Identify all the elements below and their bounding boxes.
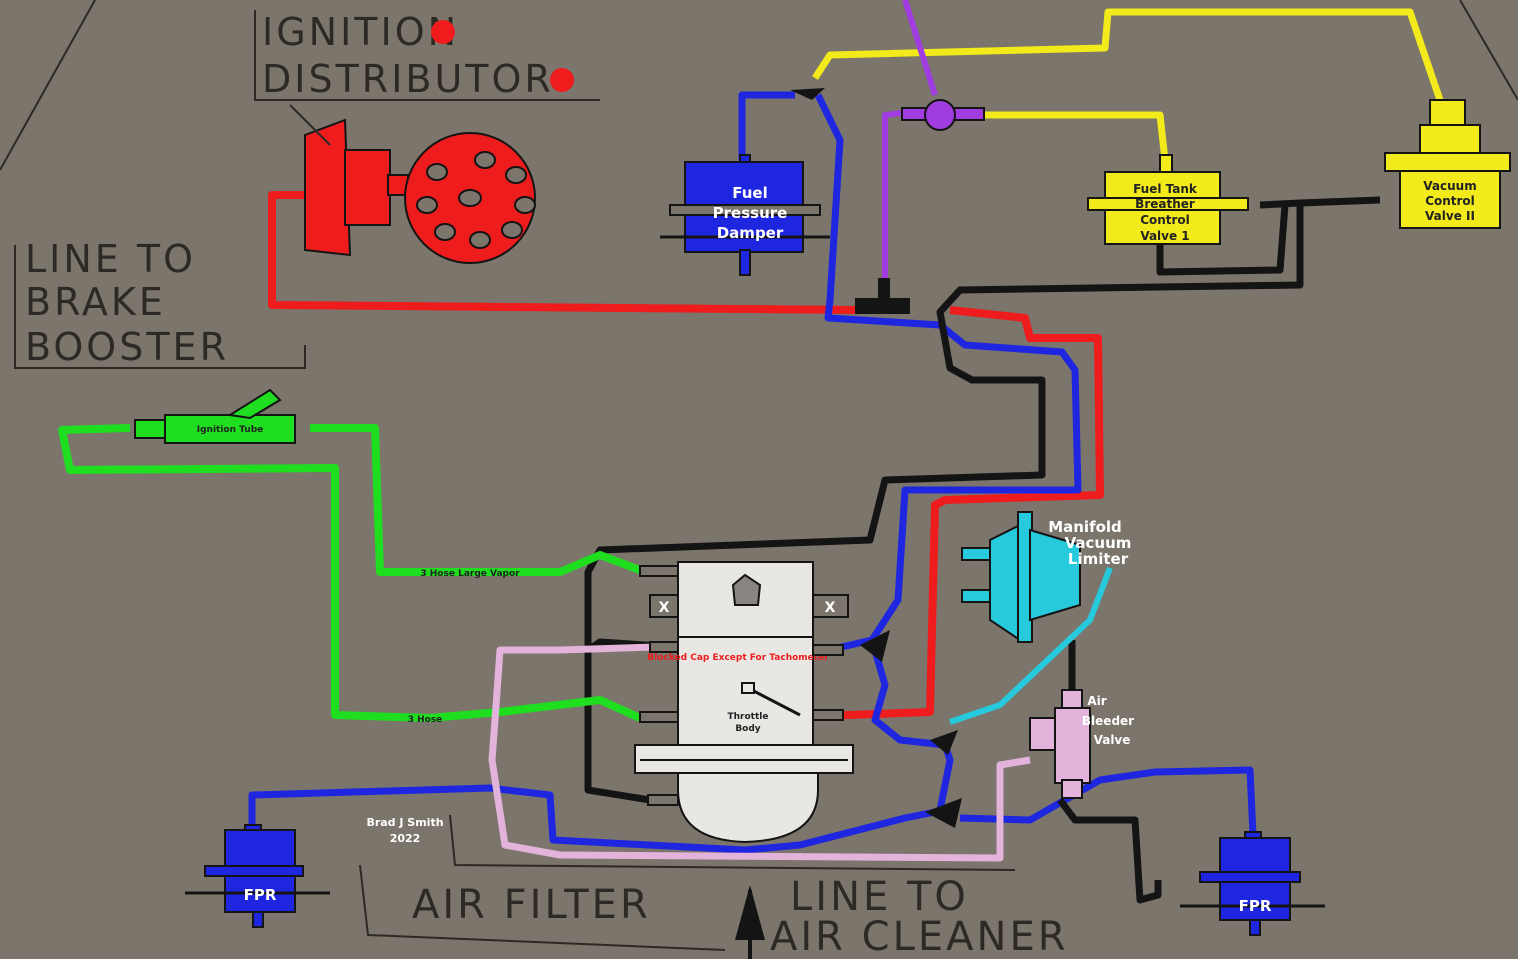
ignition-red-dot-1 xyxy=(431,20,455,44)
manifold-vacuum-limiter: Manifold Vacuum Limiter xyxy=(961,511,1132,643)
valve1-label-2: Breather xyxy=(1135,197,1195,211)
fpr-right-label: FPR xyxy=(1239,897,1272,915)
valve2-label-2: Control xyxy=(1425,194,1475,208)
spark-plug-terminals xyxy=(416,151,536,249)
fuel-pressure-damper: Fuel Pressure Damper xyxy=(660,154,830,276)
limiter-label-1: Manifold xyxy=(1048,518,1122,536)
brake-label-line2: BRAKE xyxy=(25,280,166,324)
brake-label-line3: BOOSTER xyxy=(25,325,229,369)
fpr-left-label: FPR xyxy=(244,886,277,904)
valve1-label-3: Control xyxy=(1140,213,1190,227)
air-cleaner-label-line1: LINE TO xyxy=(790,874,969,920)
throttle-label-1: Throttle xyxy=(728,712,769,722)
throttle-note: Blocked Cap Except For Tachometer xyxy=(647,653,829,663)
author-name: Brad J Smith xyxy=(366,816,443,829)
ignition-label-line1: IGNITION xyxy=(262,10,459,54)
valve2-label-3: Valve II xyxy=(1425,209,1475,223)
brake-label-line1: LINE TO xyxy=(25,237,196,281)
hose-label-lower: 3 Hose xyxy=(408,715,443,725)
valve1-label-4: Valve 1 xyxy=(1140,229,1189,243)
distributor-body xyxy=(344,149,391,226)
bleeder-label-3: Valve xyxy=(1094,733,1131,747)
damper-label-1: Fuel xyxy=(732,184,768,202)
valve1-label-1: Fuel Tank xyxy=(1133,182,1198,196)
red-vacuum-hose xyxy=(268,191,1104,720)
blue-fuel-hose xyxy=(248,91,1257,854)
throttle-bowl xyxy=(677,772,819,844)
fpr-left: FPR xyxy=(185,824,330,928)
bleeder-label-1: Air xyxy=(1087,694,1106,708)
ignition-tube-label: Ignition Tube xyxy=(197,425,264,435)
ignition-tube: Ignition Tube xyxy=(134,388,296,444)
port-x-right-box xyxy=(812,594,849,618)
fpr-right: FPR xyxy=(1180,831,1325,936)
throttle-label-2: Body xyxy=(735,724,760,734)
vacuum-control-valve-2: Vacuum Control Valve II xyxy=(1384,99,1511,229)
throttle-lever xyxy=(747,686,801,717)
air-bleeder-valve: Air Bleeder Valve xyxy=(1029,689,1134,799)
blue-tee-fittings xyxy=(790,88,962,828)
damper-label-3: Damper xyxy=(717,224,784,242)
ignition-pointer xyxy=(289,104,331,146)
bleeder-label-2: Bleeder xyxy=(1082,714,1134,728)
air-cleaner-label-line2: AIR CLEANER xyxy=(770,914,1069,959)
green-vacuum-hose xyxy=(58,424,647,722)
yellow-vacuum-hose xyxy=(812,8,1444,161)
damper-label-2: Pressure xyxy=(713,204,788,222)
valve2-label-1: Vacuum xyxy=(1423,179,1476,193)
black-tee-fitting xyxy=(855,278,910,314)
ignition-distributor xyxy=(304,118,536,264)
limiter-label-2: Vacuum xyxy=(1065,534,1132,552)
black-vacuum-hose xyxy=(584,196,1381,904)
port-x-right: X xyxy=(825,600,836,616)
purple-tee-fitting xyxy=(901,99,985,131)
purple-vacuum-hose xyxy=(882,0,938,280)
limiter-label-3: Limiter xyxy=(1068,550,1129,568)
breather-control-valve-1: Fuel Tank Breather Control Valve 1 xyxy=(1087,154,1249,245)
hose-label-upper: 3 Hose Large Vapor xyxy=(420,569,520,579)
air-filter-label: AIR FILTER xyxy=(412,882,651,928)
port-x-left-box xyxy=(649,594,679,618)
throttle-body: X X Blocked Cap Except For Tachometer Th… xyxy=(634,561,854,844)
pink-vacuum-hose xyxy=(488,643,1031,862)
ignition-red-dot-2 xyxy=(550,68,574,92)
throttle-emblem xyxy=(731,573,762,606)
ignition-label-line2: DISTRIBUTOR xyxy=(262,57,554,101)
cyan-vacuum-hose xyxy=(949,566,1113,725)
vacuum-advance-canister xyxy=(304,118,352,257)
port-x-left: X xyxy=(659,600,670,616)
author-year: 2022 xyxy=(390,832,421,845)
